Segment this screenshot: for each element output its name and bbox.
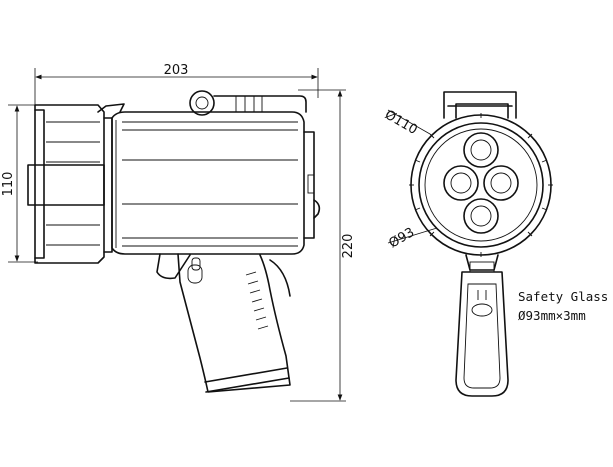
dimension-length-label: 203 [164,63,189,78]
lamp-body [111,111,321,255]
front-grip [455,254,509,397]
glass-diameter-label: Ø93 [387,225,418,251]
glass-note-title: Safety Glass [518,289,608,304]
front-bezel [409,113,553,257]
diameter-leaders: Ø110 Ø93 [382,107,438,251]
front-handle [443,91,517,119]
dimension-overall-height-label: 220 [341,234,356,259]
glass-note: Safety Glass Ø93mm×3mm [518,289,608,323]
dimension-head-height-label: 110 [1,172,16,197]
dimension-overall-height: 220 [290,89,356,402]
side-view: 203 110 220 [1,63,356,402]
outer-diameter-label: Ø110 [382,107,420,138]
glass-note-spec: Ø93mm×3mm [518,308,586,323]
carry-handle [97,90,307,116]
pistol-grip [156,253,291,393]
lamp-head [27,104,113,264]
dimension-length: 203 [34,63,319,105]
dimension-head-height: 110 [1,104,38,263]
led-cluster [443,132,519,234]
front-view: Ø110 Ø93 Safety Glass Ø93mm×3mm [382,91,608,397]
